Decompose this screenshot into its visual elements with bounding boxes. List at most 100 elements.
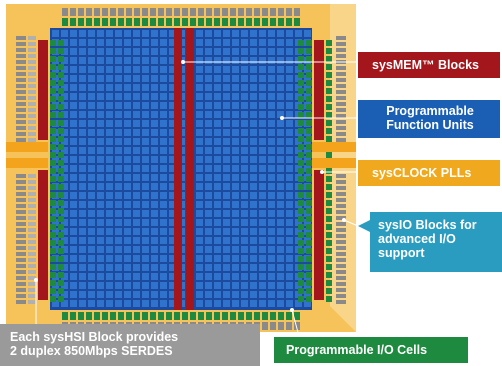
pfu-cell — [259, 75, 266, 82]
io-pad — [270, 322, 276, 330]
pfu-cell — [124, 30, 131, 37]
io-cell — [70, 312, 76, 320]
pfu-cell — [160, 48, 167, 55]
pfu-cell — [268, 264, 275, 271]
pfu-cell — [115, 237, 122, 244]
pfu-cell — [196, 174, 203, 181]
pfu-cell — [160, 264, 167, 271]
pfu-cell — [286, 57, 293, 64]
sysmem-blocks — [38, 28, 324, 310]
pfu-cell — [205, 201, 212, 208]
io-cell — [294, 312, 300, 320]
pfu-cell — [106, 147, 113, 154]
pfu-cell — [268, 84, 275, 91]
pfu-cell — [196, 237, 203, 244]
io-cell — [50, 136, 56, 142]
pfu-cell — [241, 30, 248, 37]
io-cell — [198, 312, 204, 320]
pfu-cell — [169, 138, 176, 145]
pfu-cell — [79, 120, 86, 127]
pfu-cell — [214, 192, 221, 199]
io-cell — [298, 240, 304, 246]
io-cells-top — [62, 8, 300, 26]
pfu-cell — [277, 201, 284, 208]
pfu-cell — [232, 291, 239, 298]
pfu-cell — [196, 120, 203, 127]
io-pad — [336, 48, 346, 52]
hsi-pad — [16, 294, 26, 298]
io-pad — [336, 216, 346, 220]
io-cell — [306, 72, 312, 78]
io-cell — [306, 216, 312, 222]
io-cell — [50, 168, 56, 174]
io-pad — [336, 300, 346, 304]
pfu-cell — [169, 120, 176, 127]
pfu-cell — [70, 102, 77, 109]
io-cell — [50, 216, 56, 222]
io-cell — [298, 72, 304, 78]
pfu-cell — [160, 246, 167, 253]
io-pad — [230, 8, 236, 16]
io-cell — [126, 312, 132, 320]
pfu-cell — [214, 174, 221, 181]
pfu-cell — [196, 255, 203, 262]
hsi-pad — [28, 258, 36, 262]
pfu-cell — [124, 111, 131, 118]
pfu-cell — [304, 30, 311, 37]
io-pad — [70, 8, 76, 16]
pfu-cell — [61, 75, 68, 82]
io-cell — [174, 18, 180, 26]
pfu-cell — [250, 255, 257, 262]
pfu-cell — [304, 219, 311, 226]
io-cell — [50, 48, 56, 54]
pfu-cell — [223, 291, 230, 298]
pfu-cell — [259, 39, 266, 46]
pfu-cell — [295, 300, 302, 307]
io-cell — [58, 208, 64, 214]
pfu-cell — [286, 156, 293, 163]
io-cell — [306, 168, 312, 174]
io-cell — [306, 136, 312, 142]
io-pad — [336, 252, 346, 256]
pfu-cell — [241, 165, 248, 172]
pfu-cell — [169, 273, 176, 280]
pfu-cell — [304, 147, 311, 154]
pfu-cell — [133, 129, 140, 136]
pfu-cell — [97, 273, 104, 280]
pfu-cell — [97, 75, 104, 82]
pfu-cell — [259, 30, 266, 37]
hsi-pad — [16, 288, 26, 292]
pfu-cell — [61, 93, 68, 100]
pfu-cell — [286, 84, 293, 91]
pfu-cell — [133, 93, 140, 100]
pfu-cell — [97, 48, 104, 55]
pfu-cell — [232, 282, 239, 289]
pfu-cell — [142, 255, 149, 262]
io-cell — [298, 208, 304, 214]
io-pad — [174, 8, 180, 16]
io-cell — [62, 18, 68, 26]
pfu-cell — [232, 111, 239, 118]
io-cell — [326, 184, 332, 190]
pio-label-text: Programmable I/O Cells — [286, 343, 428, 357]
pfu-cell — [151, 129, 158, 136]
hsi-pad — [16, 270, 26, 274]
pfu-cell — [241, 120, 248, 127]
pfu-cell — [115, 291, 122, 298]
pfu-cell — [133, 237, 140, 244]
pfu-cell — [232, 39, 239, 46]
pfu-cell — [259, 48, 266, 55]
pfu-cell — [79, 75, 86, 82]
pfu-cell — [124, 93, 131, 100]
pfu-cell — [277, 111, 284, 118]
pfu-cell — [232, 30, 239, 37]
io-cell — [50, 72, 56, 78]
pfu-cell — [286, 39, 293, 46]
pfu-cell — [268, 39, 275, 46]
hsi-pad — [16, 72, 26, 76]
io-pad — [214, 8, 220, 16]
hsi-pad — [28, 174, 36, 178]
pfu-cell — [61, 120, 68, 127]
hsi-pad — [16, 174, 26, 178]
pfu-cell — [151, 183, 158, 190]
